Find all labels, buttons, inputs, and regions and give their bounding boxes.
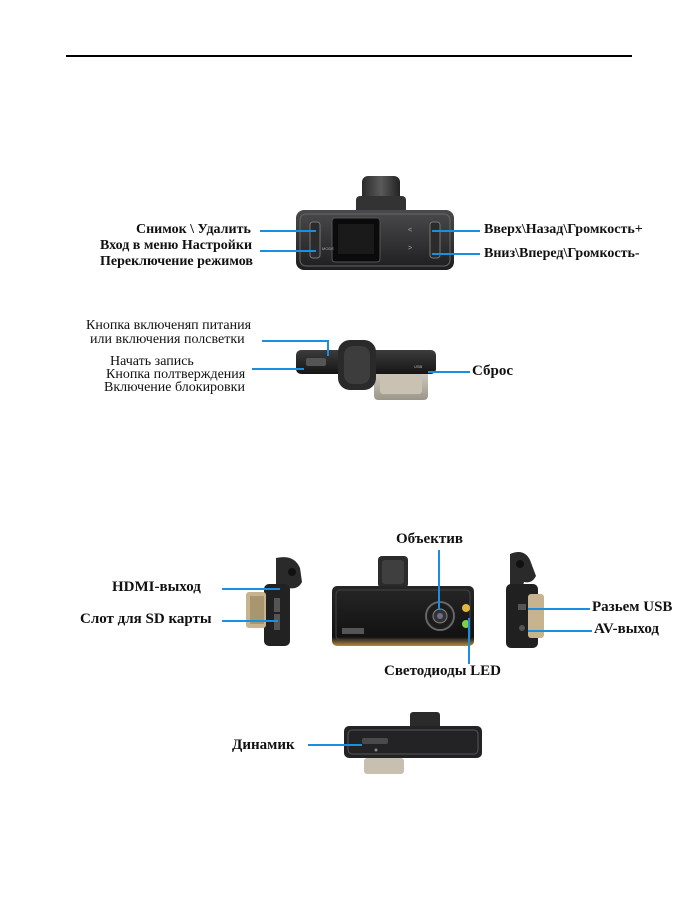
label-up-back-volume: Вверх\Назад\Громкость+ xyxy=(484,222,643,237)
camera-bottom-illustration xyxy=(344,712,482,774)
pointer-line-mode xyxy=(260,250,316,252)
pointer-line-snapshot xyxy=(260,230,316,232)
label-record-line2: Кнопка полтверждения xyxy=(106,367,246,382)
label-usb: Разьем USB xyxy=(592,599,673,615)
pointer-line-lens xyxy=(438,550,440,610)
svg-text:USB: USB xyxy=(414,364,423,369)
svg-text:<: < xyxy=(408,227,412,234)
label-mode-switch: Переключение режимов xyxy=(100,254,253,269)
camera-front-illustration: < > MODE xyxy=(296,176,454,270)
pointer-line-av xyxy=(528,630,592,632)
label-snapshot-delete: Снимок \ Удалить xyxy=(136,222,251,237)
label-leds: Светодиоды LED xyxy=(384,663,502,679)
pointer-line-leds xyxy=(468,618,470,664)
pointer-line-record xyxy=(252,368,304,370)
label-reset: Сброс xyxy=(472,363,514,379)
pointer-line-power-v xyxy=(327,340,329,356)
label-power-line1: Кнопка включеняп питания xyxy=(86,318,252,333)
pointer-line-up xyxy=(432,230,480,232)
camera-lens-front-illustration xyxy=(332,556,474,646)
label-av-out: AV-выход xyxy=(594,621,660,637)
pointer-line-usb xyxy=(528,608,590,610)
label-sd-slot: Слот для SD карты xyxy=(80,611,212,627)
camera-top-illustration: USB xyxy=(296,340,436,400)
label-record-line3: Включение блокировки xyxy=(104,380,245,395)
label-menu-settings: Вход в меню Настройки xyxy=(100,238,253,253)
pointer-line-sd xyxy=(222,620,278,622)
pointer-line-speaker xyxy=(308,744,362,746)
label-record-line1: Начать запись xyxy=(110,354,194,369)
camera-left-side-illustration xyxy=(246,557,302,646)
svg-text:>: > xyxy=(408,245,412,252)
pointer-line-reset xyxy=(428,371,470,373)
svg-text:MODE: MODE xyxy=(322,246,334,251)
header-rule xyxy=(66,55,632,57)
pointer-line-down xyxy=(432,253,480,255)
label-hdmi: HDMI-выход xyxy=(112,579,201,595)
pointer-line-hdmi xyxy=(222,588,280,590)
label-lens: Объектив xyxy=(396,531,463,547)
label-down-forward-volume: Вниз\Вперед\Громкость- xyxy=(484,246,640,261)
pointer-line-power-h xyxy=(262,340,328,342)
camera-right-side-illustration xyxy=(506,552,544,648)
label-power-line2: или включения полсветки xyxy=(90,332,245,347)
label-speaker: Динамик xyxy=(232,737,295,753)
